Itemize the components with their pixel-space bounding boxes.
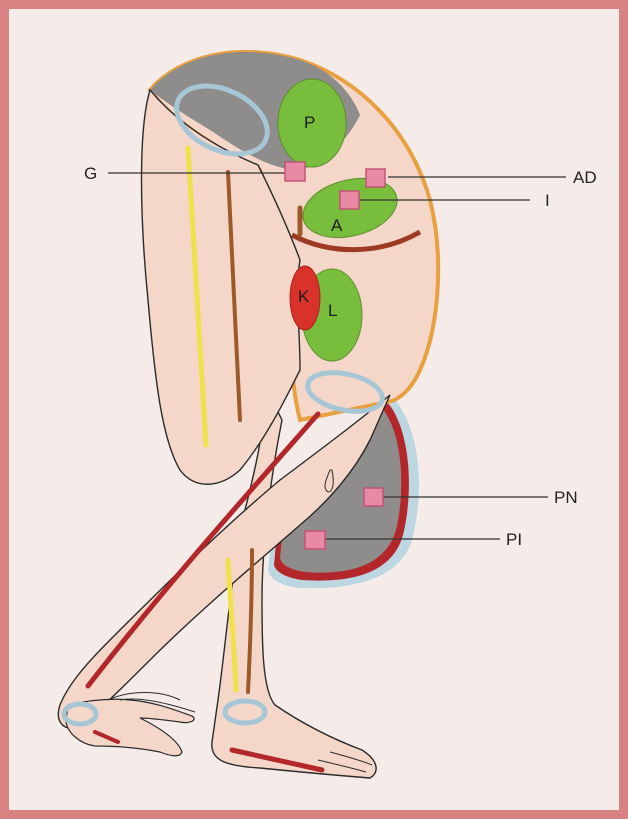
organ-label-a: A bbox=[331, 216, 343, 235]
marker-pi bbox=[305, 531, 325, 549]
organ-label-k: K bbox=[298, 287, 310, 306]
marker-pn bbox=[364, 488, 383, 506]
marker-i bbox=[340, 191, 359, 209]
organ-label-l: L bbox=[328, 301, 337, 320]
callout-label-pi: PI bbox=[506, 530, 522, 549]
callout-label-g: G bbox=[84, 164, 97, 183]
marker-ad bbox=[366, 169, 385, 187]
organ-label-p: P bbox=[304, 113, 315, 132]
marker-g bbox=[285, 162, 305, 181]
callout-label-i: I bbox=[545, 191, 550, 210]
callout-label-ad: AD bbox=[573, 168, 597, 187]
callout-label-pn: PN bbox=[554, 488, 578, 507]
